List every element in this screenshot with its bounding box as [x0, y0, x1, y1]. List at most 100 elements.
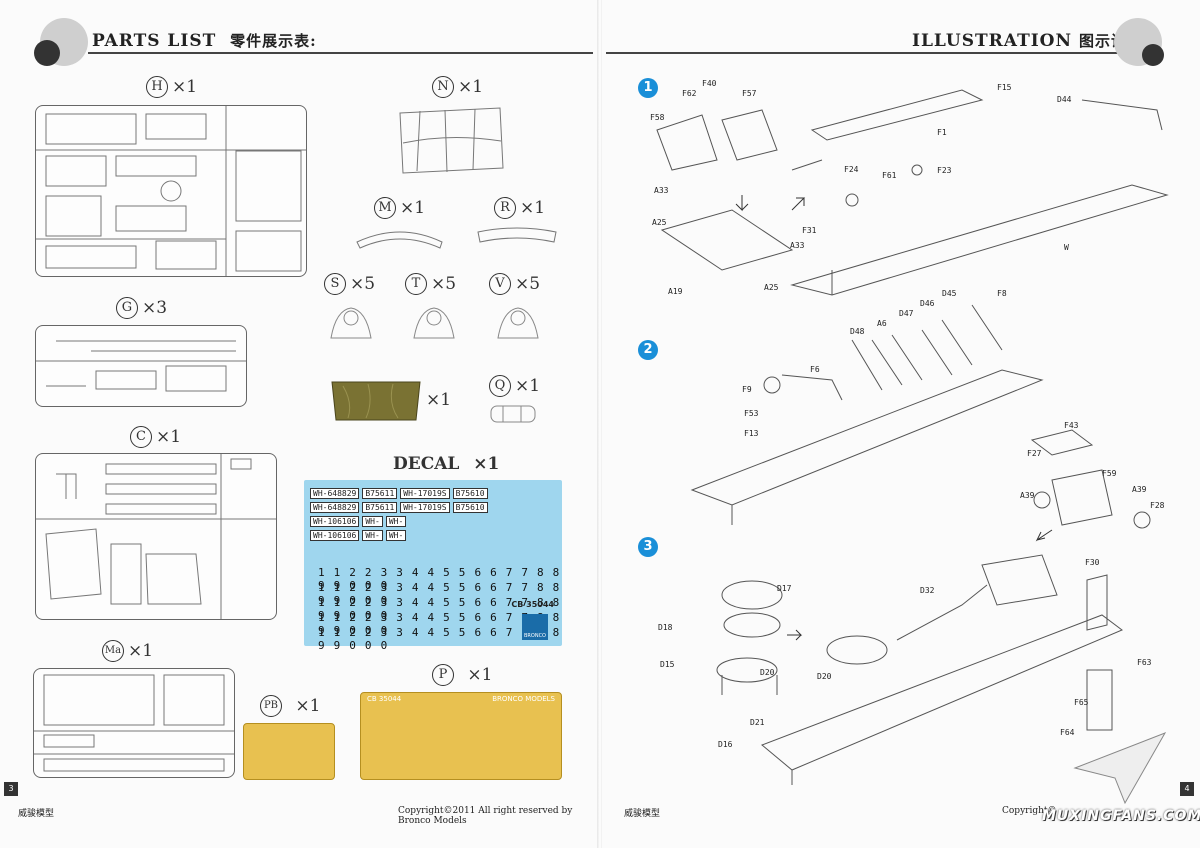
step-1-diagram: F40 F62 F57 F15 D44 F58 F1 F24 F61 F23 A…: [650, 79, 1169, 296]
sprue-label-s: S×5: [324, 273, 375, 295]
sprue-label-r: R×1: [494, 197, 545, 219]
page-title: PARTS LIST 零件展示表:: [92, 31, 317, 51]
part-label: F63: [1137, 658, 1152, 667]
part-label: A33: [790, 241, 805, 250]
decal-numbers-2: 1 1 2 2 3 3 4 4 5 5 6 6 7 7 8 8 9 9 0 0 …: [318, 581, 561, 607]
part-label: F58: [650, 113, 665, 122]
part-label: F64: [1060, 728, 1075, 737]
decal-numbers-4: 1 1 2 2 3 3 4 4 5 5 6 6 7 7 8 8 9 9 0 0 …: [318, 611, 561, 637]
part-label: D47: [899, 309, 914, 318]
part-label: A33: [654, 186, 669, 195]
tarp-qty: ×1: [426, 390, 452, 410]
sprue-ma: [33, 668, 235, 778]
step-3-badge: 3: [638, 537, 658, 557]
part-label: F61: [882, 171, 897, 180]
sprue-label-c: C×1: [130, 426, 181, 448]
page-number-right: 4: [1180, 782, 1194, 796]
part-label: F31: [802, 226, 817, 235]
part-label: D48: [850, 327, 865, 336]
part-label: D18: [658, 623, 673, 632]
part-label: F1: [937, 128, 947, 137]
decal-numbers-3: 1 1 2 2 3 3 4 4 5 5 6 6 7 7 8 8 9 9 0 0 …: [318, 596, 561, 622]
part-label: A39: [1020, 491, 1035, 500]
figure-parts-stv: [330, 307, 539, 339]
part-label: W: [1064, 243, 1069, 252]
sprue-label-p: P ×1: [432, 664, 492, 686]
sprue-g: [35, 325, 247, 407]
sprue-c: [35, 453, 277, 620]
part-label: F6: [810, 365, 820, 374]
page-number-left: 3: [4, 782, 18, 796]
part-label: F40: [702, 79, 717, 88]
sprue-label-ma: Ma×1: [102, 640, 153, 662]
part-m: [356, 231, 443, 249]
part-label: F23: [937, 166, 952, 175]
part-label: F43: [1064, 421, 1079, 430]
part-label: F59: [1102, 469, 1117, 478]
pe-fret-pb: [243, 723, 335, 780]
sprue-label-q: Q×1: [489, 375, 540, 397]
sprue-h: [35, 105, 307, 277]
footer-brand-left: 威骏模型: [18, 809, 55, 819]
bronco-logo: BRONCO: [522, 614, 548, 640]
part-label: F15: [997, 83, 1012, 92]
part-label: D21: [750, 718, 765, 727]
part-label: F13: [744, 429, 759, 438]
part-label: F57: [742, 89, 757, 98]
part-label: D16: [718, 740, 733, 749]
decal-code: CB 35044: [511, 600, 554, 609]
watermark: MUXINGFANS.COM: [1042, 808, 1200, 824]
header-dot-small: [34, 40, 60, 66]
header-rule-right: [606, 52, 1118, 54]
part-label: F28: [1150, 501, 1165, 510]
pe-code: CB 35044: [367, 695, 402, 703]
header-dot-small-right: [1142, 44, 1164, 66]
sprue-label-n: N×1: [432, 76, 483, 98]
step-2-diagram: D48 A6 D47 D46 D45 F8 F6 F9 F53 F13 F43 …: [690, 289, 1165, 542]
part-label: D20: [817, 672, 832, 681]
tarp-part: [331, 381, 421, 421]
part-label: F8: [997, 289, 1007, 298]
part-label: A19: [668, 287, 683, 296]
footer-copyright-left: Copyright©2011 All right reserved by Bro…: [398, 806, 573, 826]
canopy-part-n: [399, 107, 504, 174]
part-label: F65: [1074, 698, 1089, 707]
sprue-label-t: T×5: [405, 273, 456, 295]
part-label: D45: [942, 289, 957, 298]
part-label: D32: [920, 586, 935, 595]
part-label: D46: [920, 299, 935, 308]
step-3-diagram: D17 D32 F30 D18 D15 D20 D20 D21 D16 F63 …: [658, 554, 1152, 785]
step-1-badge: 1: [638, 78, 658, 98]
sprue-label-v: V×5: [489, 273, 540, 295]
part-label: A25: [652, 218, 667, 227]
part-label: F30: [1085, 558, 1100, 567]
sprue-label-h: H×1: [146, 76, 197, 98]
part-r: [477, 227, 557, 243]
part-label: A25: [764, 283, 779, 292]
pe-fret-p: CB 35044 BRONCO MODELS: [360, 692, 562, 780]
decal-numbers-1: 1 1 2 2 3 3 4 4 5 5 6 6 7 7 8 8 9 9 0 0 …: [318, 566, 561, 592]
header-rule: [88, 52, 593, 54]
step-2-badge: 2: [638, 340, 658, 360]
part-label: F53: [744, 409, 759, 418]
footer-brand-right: 威骏模型: [624, 809, 661, 819]
right-page: ILLUSTRATION 图示说明: 1 F40 F62 F57 F15 D44…: [602, 0, 1200, 848]
part-label: F9: [742, 385, 752, 394]
part-label: F62: [682, 89, 697, 98]
pe-brand: BRONCO MODELS: [492, 695, 555, 703]
part-label: D17: [777, 584, 792, 593]
part-label: A39: [1132, 485, 1147, 494]
page-gutter: [597, 0, 603, 848]
sprue-label-pb: PB ×1: [260, 695, 320, 717]
sprue-label-m: M×1: [374, 197, 425, 219]
sprue-label-g: G×3: [116, 297, 167, 319]
part-label: F27: [1027, 449, 1042, 458]
footer-copyright-right: Copyright©: [1002, 806, 1057, 816]
part-q: [490, 405, 536, 423]
decal-label: DECAL ×1: [393, 454, 500, 474]
part-label: D44: [1057, 95, 1072, 104]
